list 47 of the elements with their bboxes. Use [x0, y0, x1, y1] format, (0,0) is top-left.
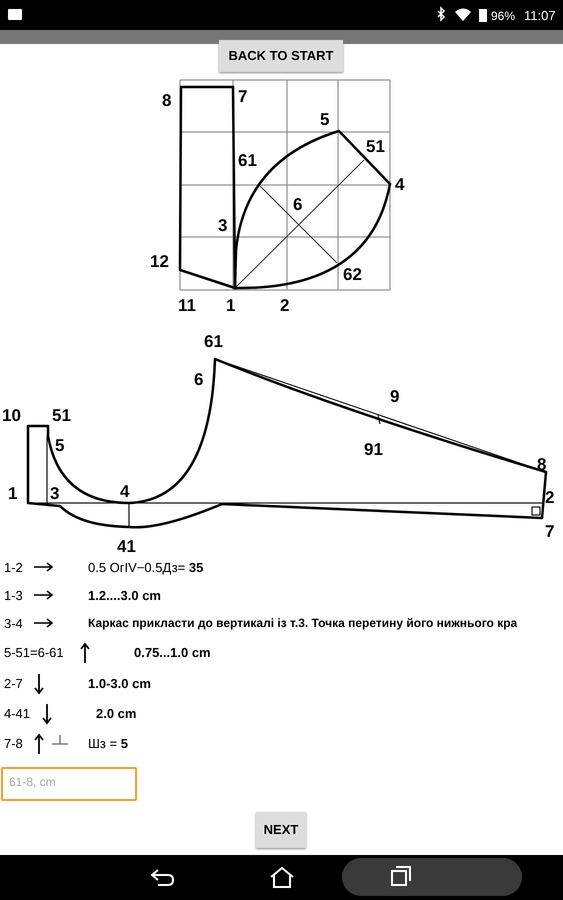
point-label: 2	[545, 489, 554, 506]
point-label: 1	[226, 297, 236, 314]
step-points: 1-3	[4, 588, 23, 603]
point-label: 10	[2, 407, 21, 424]
point-label: 62	[343, 266, 362, 283]
point-label: 4	[395, 176, 404, 193]
back-to-start-button: BACK TO START	[219, 40, 343, 72]
point-label: 6	[293, 196, 302, 213]
point-label: 3	[218, 217, 228, 234]
step-points: 1-2	[4, 560, 23, 575]
input-field: 61-8, cm	[1, 767, 137, 801]
point-label: 61	[238, 152, 257, 169]
step-value: 1.2....3.0 cm	[88, 588, 161, 603]
step-value: Шз = 5	[88, 736, 128, 751]
point-label: 8	[162, 92, 172, 109]
point-label: 91	[364, 441, 383, 458]
point-label: 61	[204, 333, 223, 350]
step-points: 4-41	[4, 706, 30, 721]
point-label: 12	[150, 253, 169, 270]
next-button: NEXT	[256, 812, 306, 848]
point-label: 7	[238, 88, 248, 105]
point-label: 7	[545, 523, 554, 540]
battery-level: 96%	[491, 9, 516, 23]
clock: 11:07	[524, 8, 556, 23]
step-points: 3-4	[4, 616, 23, 631]
step-value: Каркас прикласти до вертикалі із т.3. Точка перетину його нижнього кра	[88, 616, 518, 630]
point-label: 5	[320, 111, 330, 128]
point-label: 2	[280, 297, 290, 314]
point-label: 51	[366, 138, 385, 155]
point-label: 1	[8, 485, 18, 502]
step-value: 2.0 cm	[96, 706, 136, 721]
step-value: 0.5 ОгIV−0.5Дз= 35	[88, 560, 204, 575]
step-value: 1.0-3.0 cm	[88, 676, 151, 691]
step-points: 2-7	[4, 676, 23, 691]
point-label: 4	[120, 483, 130, 500]
step-value: 0.75...1.0 cm	[134, 645, 211, 660]
app-bar	[0, 30, 563, 44]
point-label: 5	[55, 437, 64, 454]
point-label: 9	[390, 388, 400, 405]
point-label: 3	[50, 485, 60, 502]
point-label: 8	[537, 456, 546, 473]
point-label: 6	[194, 371, 204, 388]
point-label: 11	[178, 297, 196, 314]
point-label: 51	[52, 407, 71, 424]
point-label: 41	[117, 538, 136, 555]
step-points: 7-8	[4, 736, 23, 751]
step-points: 5-51=6-61	[4, 645, 64, 660]
